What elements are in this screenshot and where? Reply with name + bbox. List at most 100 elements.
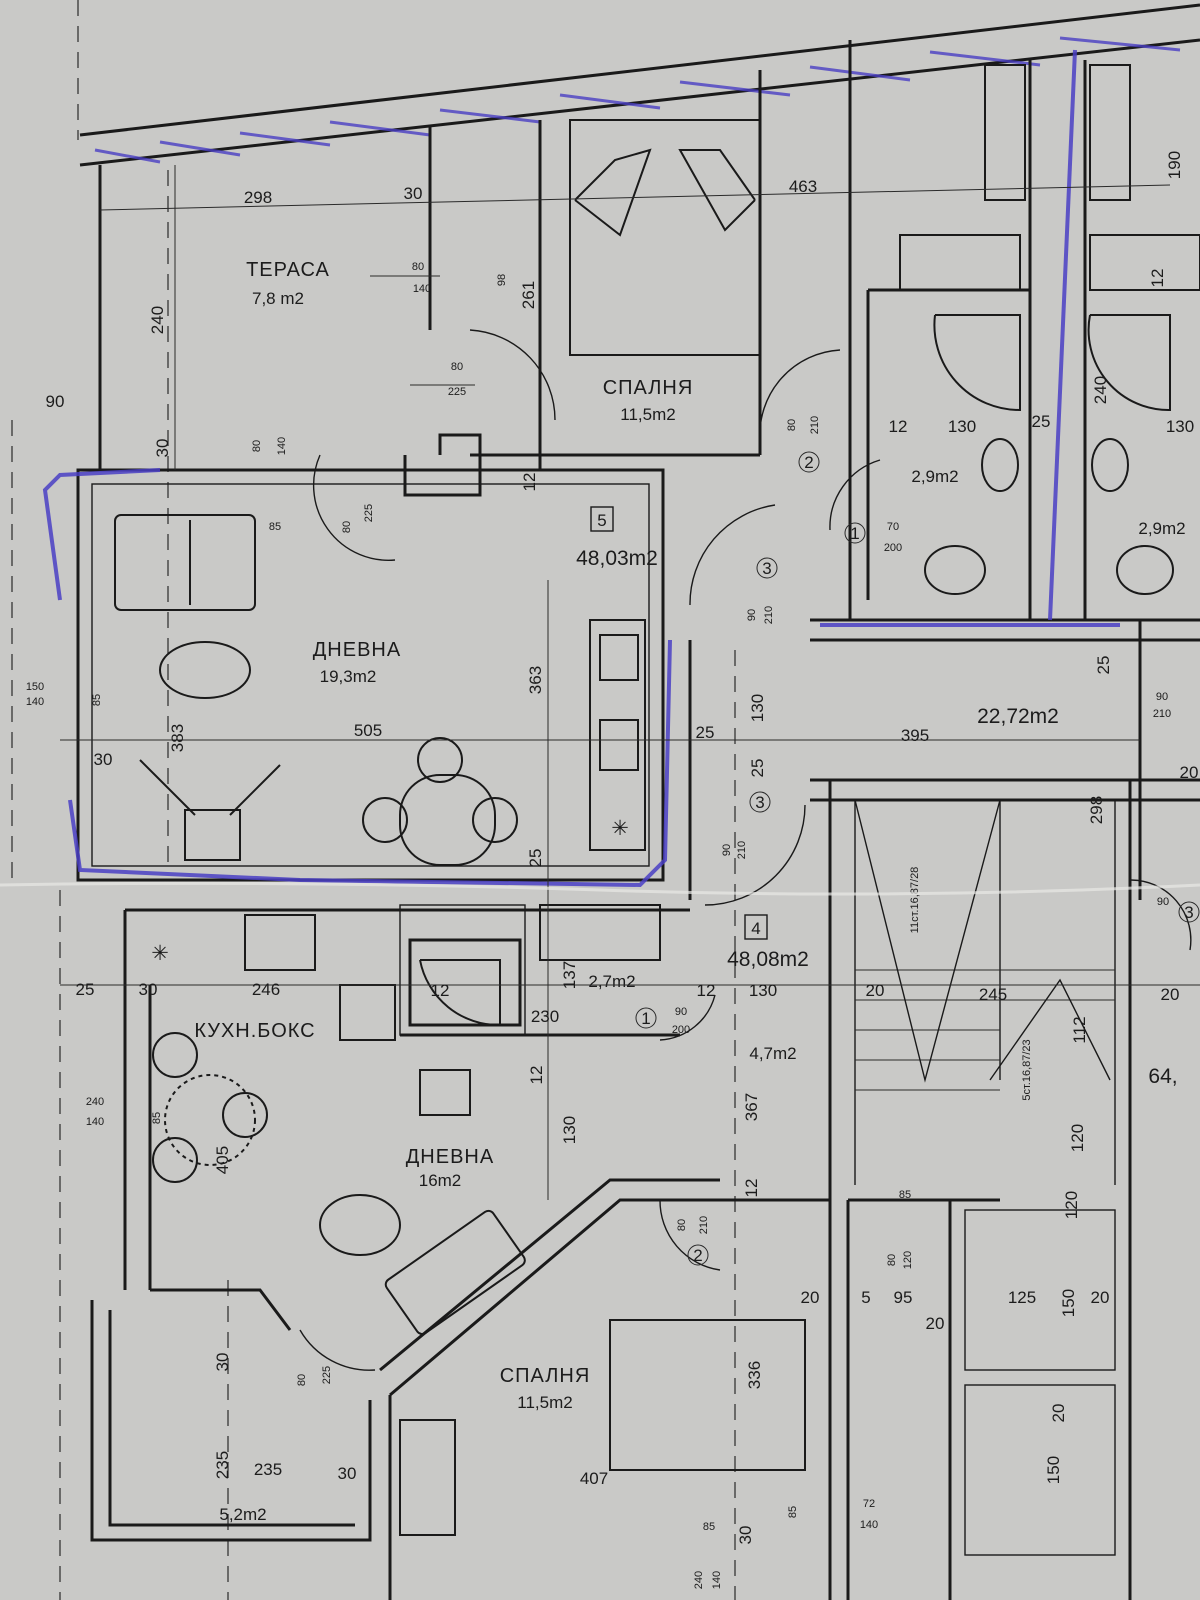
dim-150-b: 150 [1059, 1289, 1078, 1317]
dim-20-c: 20 [1161, 985, 1180, 1004]
bedroom-bottom-area: 11,5m2 [517, 1393, 572, 1412]
terrace-bottom-area: 5,2m2 [219, 1505, 266, 1524]
dim-367: 367 [742, 1093, 761, 1121]
dim-80-225-a: 80 [451, 361, 463, 373]
kitchen-top-icon [589, 619, 646, 851]
dim-395: 395 [901, 726, 929, 745]
shower-left-icon [933, 314, 1021, 412]
doors [299, 329, 1192, 1371]
dim-85-b: 85 [91, 694, 103, 706]
dim-85-c: 85 [151, 1112, 163, 1124]
bed-bottom-icon [609, 1319, 806, 1471]
stairs-lower: 5ст.16,87/23 [1021, 1039, 1033, 1100]
dim-235-b: 235 [254, 1460, 282, 1479]
dim-125: 125 [1008, 1288, 1036, 1307]
room-labels: ТЕРАСА 7,8 m2 СПАЛНЯ 11,5m2 ДНЕВНА 19,3m… [194, 259, 1185, 1524]
dim-25-c: 25 [526, 849, 545, 868]
dim-12-e: 12 [697, 981, 716, 1000]
vent-right-icon [1089, 64, 1131, 201]
dim-30-d: 30 [139, 980, 158, 999]
dim-90-b: 90 [1157, 896, 1169, 908]
dim-383: 383 [168, 724, 187, 752]
dim-240-d: 240 [693, 1571, 705, 1589]
dim-25-b: 25 [696, 723, 715, 742]
dim-80-225-c: 80 [341, 521, 353, 533]
dim-80-140-a: 80 [412, 261, 424, 273]
sink-bath-bottom-icon [539, 904, 661, 961]
sofa-top-icon [114, 514, 256, 611]
vent-left-icon [984, 64, 1026, 201]
dim-5: 5 [861, 1288, 870, 1307]
dim-12-a: 12 [1148, 269, 1167, 288]
hall-bottom-area: 4,7m2 [749, 1044, 796, 1063]
dining-table-top-icon [399, 774, 496, 866]
dim-85-f: 85 [703, 1521, 715, 1533]
dim-261: 261 [519, 281, 538, 309]
dim-20-b: 20 [866, 981, 885, 1000]
door-mark-1-bottom: 1 [641, 1009, 650, 1028]
staircase [854, 799, 1116, 1185]
door-mark-2-top: 2 [804, 453, 813, 472]
dim-20-a: 20 [1180, 763, 1199, 782]
dim-30-a: 30 [404, 184, 423, 203]
dim-200-a: 200 [884, 542, 902, 554]
tv-bottom-icon [419, 1069, 471, 1116]
unit5-area: 48,03m2 [576, 547, 658, 570]
dim-140-d: 140 [711, 1571, 723, 1589]
dim-90-210-e: 90 [1156, 691, 1168, 703]
fridge-bottom-icon: ✳ [151, 942, 169, 965]
paper-fold [0, 881, 1200, 896]
dim-363: 363 [526, 666, 545, 694]
dim-405: 405 [213, 1146, 232, 1174]
dim-190: 190 [1165, 151, 1184, 179]
dim-20-d: 20 [801, 1288, 820, 1307]
unit4-area: 48,08m2 [727, 948, 809, 971]
bath-right-area: 2,9m2 [1138, 519, 1185, 538]
roof-edge [79, 3, 1200, 167]
dim-98: 98 [496, 274, 508, 286]
dim-130-a: 130 [948, 417, 976, 436]
wardrobe-right-icon [1089, 234, 1200, 291]
wardrobe-left-icon [899, 234, 1021, 291]
dim-12-d: 12 [431, 981, 450, 1000]
dim-463: 463 [789, 177, 817, 196]
dim-120-a: 120 [1068, 1124, 1087, 1152]
dim-80-225-b: 225 [448, 386, 466, 398]
dim-95: 95 [894, 1288, 913, 1307]
dim-25-a: 25 [1032, 412, 1051, 431]
partial-area: 64, [1148, 1065, 1177, 1088]
toilet-left-icon [981, 438, 1019, 492]
dim-90: 90 [46, 392, 65, 411]
dim-505: 505 [354, 721, 382, 740]
dim-245: 245 [979, 985, 1007, 1004]
dim-130-e: 130 [560, 1116, 579, 1144]
dim-12-c: 12 [889, 417, 908, 436]
dim-80-210-a: 80 [786, 419, 798, 431]
bath-left-area: 2,9m2 [911, 467, 958, 486]
tv-top-icon [184, 809, 241, 861]
dim-130-c: 130 [748, 694, 767, 722]
dim-90-210-c: 90 [721, 844, 733, 856]
upper-unit-walls [76, 40, 1200, 900]
dim-130-b: 130 [1166, 417, 1194, 436]
dim-20-g: 20 [1049, 1404, 1068, 1423]
dim-80-140-c: 80 [251, 440, 263, 452]
door-mark-2-bottom: 2 [693, 1246, 702, 1265]
dim-140-c: 140 [860, 1519, 878, 1531]
stairs-upper: 11ст.16,87/28 [909, 867, 921, 934]
dim-235-a: 235 [213, 1451, 232, 1479]
wardrobe-bottom-icon [399, 1419, 456, 1536]
dim-240-b: 240 [1091, 376, 1110, 404]
dim-12-b: 12 [520, 473, 539, 492]
door-mark-3-top: 3 [762, 559, 771, 578]
dim-25-f: 25 [76, 980, 95, 999]
dim-30-e: 30 [213, 1353, 232, 1372]
living-bottom-name: ДНЕВНА [406, 1146, 494, 1168]
lower-unit-walls [90, 780, 1132, 1600]
living-top-area: 19,3m2 [320, 667, 377, 686]
fridge-top-icon: ✳ [611, 817, 629, 840]
dim-90-210-b: 210 [763, 606, 775, 624]
stove-bottom-icon [244, 914, 316, 971]
dim-90-210-a: 90 [746, 609, 758, 621]
bedroom-top-area: 11,5m2 [620, 405, 675, 424]
